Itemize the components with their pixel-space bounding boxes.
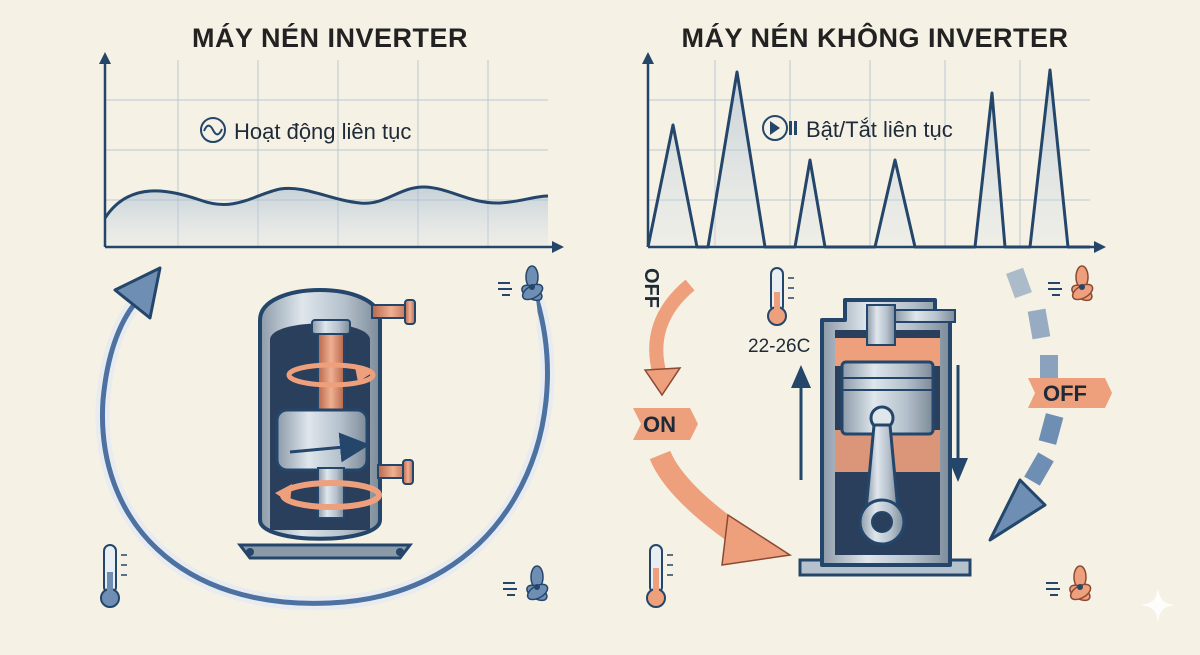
piston-down-arrow	[948, 365, 968, 482]
continuous-wave-area	[105, 186, 548, 247]
fan-icon	[498, 265, 544, 302]
inverter-compressor-illustration	[236, 288, 416, 560]
fan-icon	[503, 565, 549, 602]
thermometer-icon	[767, 267, 794, 326]
right-chart: Bật/Tắt liên tục	[642, 52, 1106, 253]
play-pause-icon	[762, 115, 797, 141]
right-x-axis-arrow	[1094, 241, 1106, 253]
right-y-axis-arrow	[642, 52, 654, 64]
continuous-wave-line	[103, 185, 549, 219]
state-on-label: ON	[643, 412, 676, 437]
thermometer-icon	[100, 544, 127, 608]
left-panel-title: MÁY NÉN INVERTER	[191, 23, 469, 53]
thermometer-icon	[646, 544, 673, 608]
left-y-axis-arrow	[99, 52, 111, 64]
left-chart-label: Hoạt động liên tục	[234, 119, 411, 144]
temperature-range-label: 22-26C	[748, 336, 810, 357]
on-cycle-arrow	[643, 279, 793, 566]
continuous-cycle-arrow	[95, 266, 555, 611]
sparkle-icon	[1141, 588, 1175, 622]
state-off-right-label: OFF	[1043, 381, 1087, 406]
non-inverter-compressor-illustration	[798, 298, 972, 577]
state-off-top-label: OFF	[640, 268, 662, 308]
on-off-spikes-area	[648, 70, 1068, 247]
wave-icon	[200, 117, 226, 143]
right-panel-title: MÁY NÉN KHÔNG INVERTER	[681, 23, 1069, 53]
left-chart: Hoạt động liên tục	[99, 52, 564, 253]
state-off-right-badge: OFF	[1028, 378, 1112, 408]
left-x-axis-arrow	[552, 241, 564, 253]
piston-up-arrow	[791, 365, 811, 480]
off-cycle-arrow	[988, 267, 1064, 542]
fan-icon	[1048, 265, 1094, 302]
fan-icon	[1046, 565, 1092, 602]
right-chart-label: Bật/Tắt liên tục	[806, 117, 953, 142]
state-on-badge: ON	[633, 408, 698, 440]
